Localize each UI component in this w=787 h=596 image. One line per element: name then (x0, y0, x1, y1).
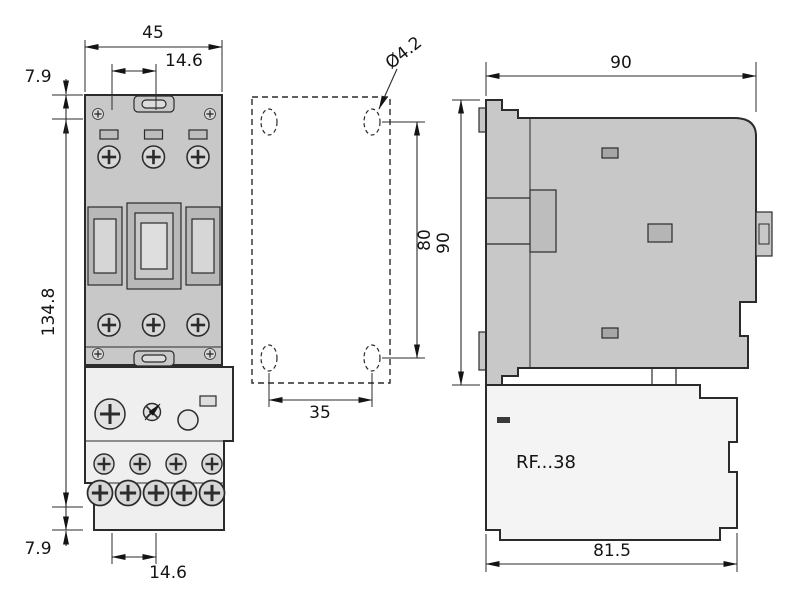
dim-vertical-spacing: 80 (415, 229, 435, 251)
overload-relay-side: RF...38 (485, 368, 738, 541)
bottom-terminal-screws (96, 312, 211, 338)
side-terminal-bump (755, 211, 773, 257)
dimension-side-height: 90 (434, 99, 480, 386)
top-mounting-slot (141, 99, 167, 109)
drilling-plan-view: Ø4.2 80 35 (251, 33, 435, 423)
dimension-bottom-hole-offset: 14.6 (111, 533, 187, 583)
dim-horizontal-spacing: 35 (309, 403, 331, 423)
terminal-covers (99, 129, 208, 140)
dim-side-height: 90 (434, 232, 454, 254)
dimension-overall-height: 134.8 (39, 94, 69, 531)
relay-terminal-screws (86, 479, 226, 507)
dimension-side-width: 90 (485, 53, 757, 112)
side-detail-top (601, 147, 619, 159)
dimension-bottom-edge-offset: 7.9 (24, 491, 83, 559)
dim-front-overall-width: 45 (142, 23, 164, 43)
dimension-top-hole-offset: 14.6 (111, 51, 203, 110)
side-terminal-slot (758, 223, 770, 245)
front-view: 45 14.6 7.9 134.8 7.9 (24, 23, 234, 583)
dim-front-bottom-hole-offset: 14.6 (149, 563, 187, 583)
side-detail-bottom (601, 327, 619, 339)
adjustment-dial (94, 398, 126, 430)
dim-side-width: 90 (610, 53, 632, 73)
top-terminal-screws (96, 144, 211, 170)
side-detail-center (647, 223, 673, 243)
dim-front-top-hole-offset: 14.6 (165, 51, 203, 71)
dimension-overall-width: 45 (84, 23, 223, 92)
din-clip-bottom (478, 331, 487, 371)
drilling-outline (251, 96, 391, 384)
relay-type-label: RF...38 (516, 452, 576, 473)
dim-front-top-edge-offset: 7.9 (24, 67, 51, 87)
din-rail-block (529, 189, 557, 253)
din-clip-top (478, 107, 487, 133)
relay-side-marker (497, 417, 510, 423)
indicator-window (199, 395, 217, 407)
bottom-mounting-slot (141, 354, 167, 363)
dim-side-bottom-width: 81.5 (593, 541, 631, 561)
dim-hole-diameter: Ø4.2 (382, 33, 426, 74)
dimension-top-edge-offset: 7.9 (24, 67, 83, 135)
contactor-side-body (485, 99, 757, 386)
dimension-vertical-spacing: 80 (382, 121, 435, 359)
side-view: RF...38 90 90 81.5 (434, 53, 773, 572)
mounting-holes (260, 108, 381, 372)
dimension-horizontal-spacing: 35 (268, 373, 373, 423)
dim-front-bottom-edge-offset: 7.9 (24, 539, 51, 559)
dimension-side-bottom-width: 81.5 (485, 533, 738, 572)
overload-relay-front (84, 366, 234, 531)
test-button (142, 402, 162, 422)
reset-button (177, 409, 199, 431)
pole-windows (87, 202, 221, 290)
dim-front-overall-height: 134.8 (39, 288, 59, 337)
